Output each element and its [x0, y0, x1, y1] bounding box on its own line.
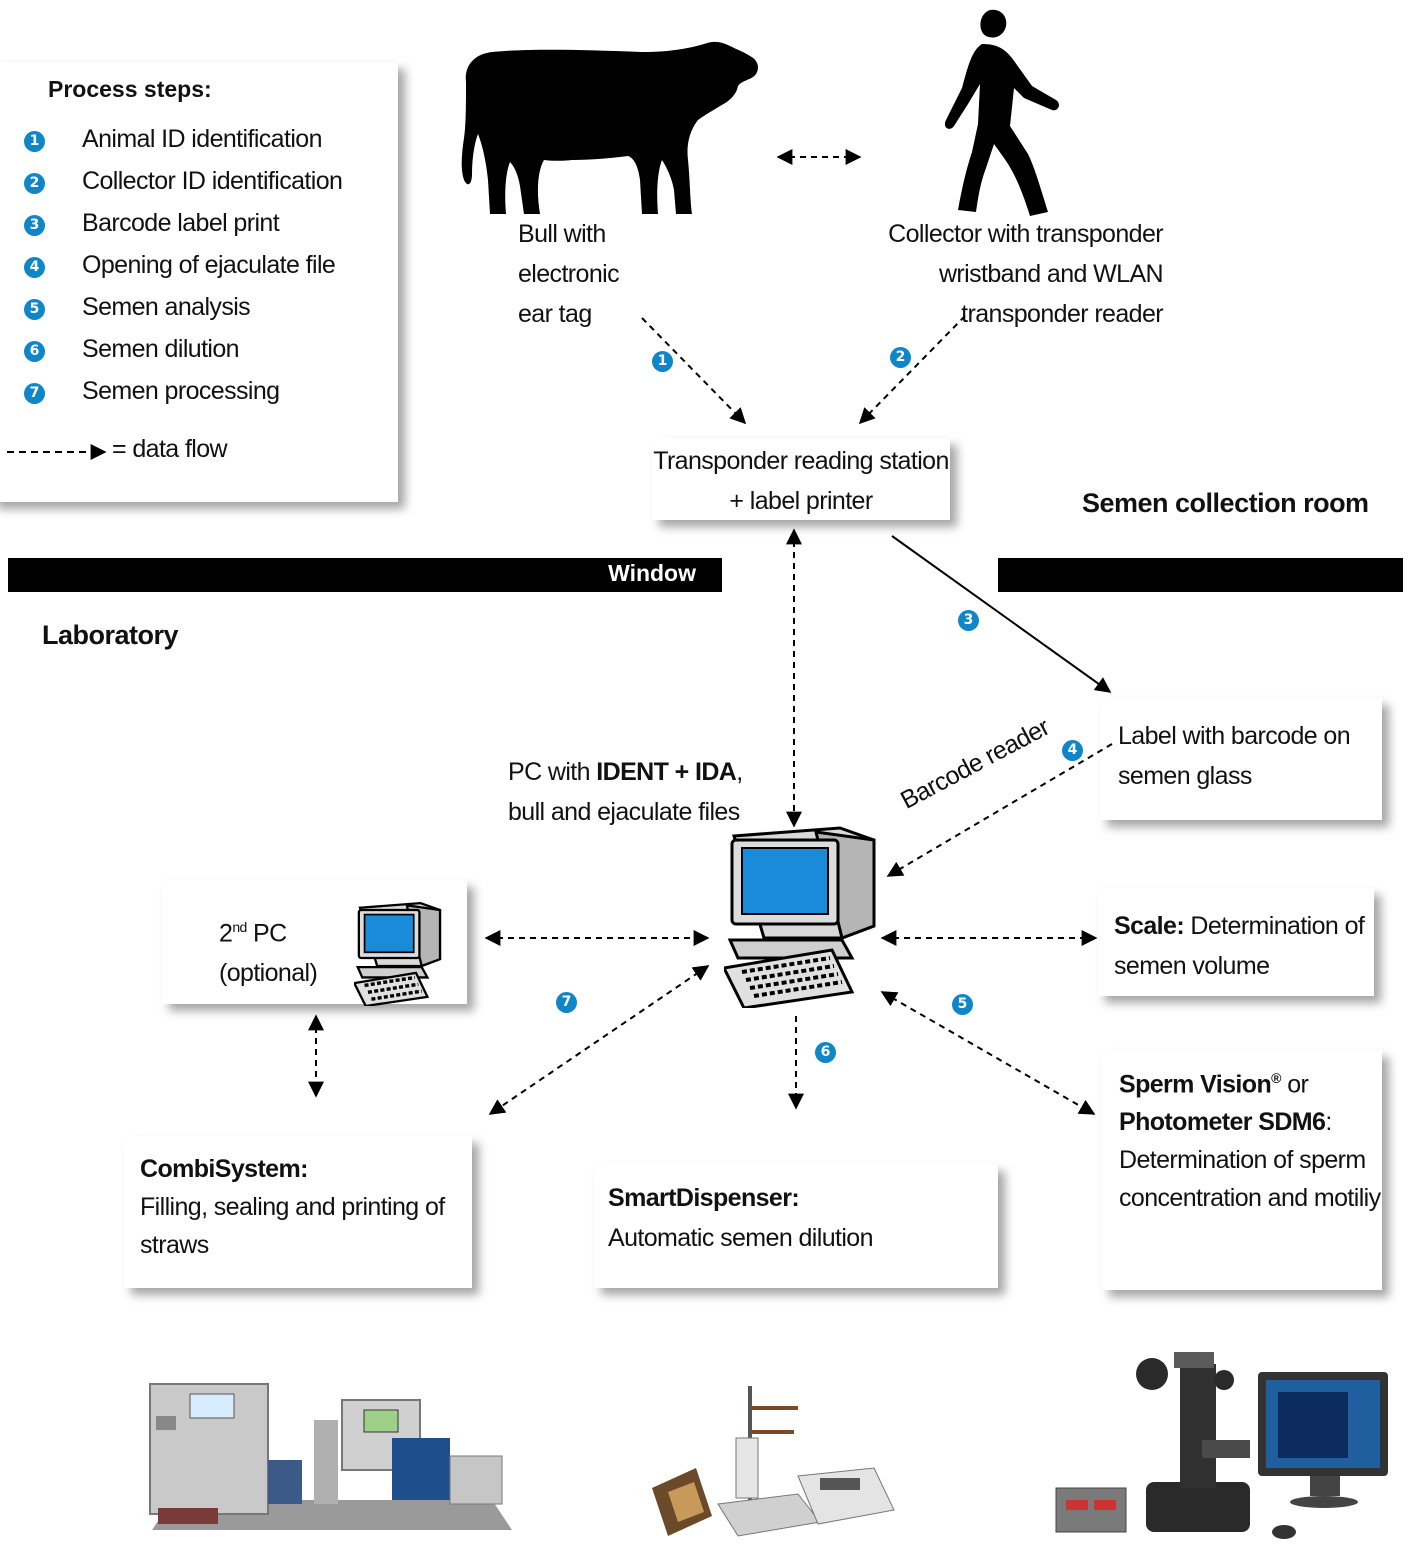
second-pc-icon	[354, 902, 442, 1006]
arrow-label-pc	[886, 743, 1113, 877]
combisystem-label: CombiSystem: Filling, sealing and printi…	[140, 1155, 445, 1259]
legend-step-5: Semen analysis	[82, 293, 251, 321]
step-badge-7: 7	[556, 992, 577, 1013]
arrow-collector-station	[858, 315, 966, 425]
step-badge-3: 3	[958, 610, 979, 631]
legend-badge-7: 7	[24, 383, 45, 404]
second-pc-label: 2nd PC (optional)	[219, 919, 318, 988]
wall-left: Window	[8, 558, 722, 592]
legend-badge-4: 4	[24, 257, 45, 278]
legend-badge-6: 6	[24, 341, 45, 362]
sperm-vision-photo	[1055, 1352, 1388, 1539]
legend-title: Process steps:	[48, 76, 212, 102]
bull-icon	[461, 41, 758, 215]
scale-label: Scale: Determination of semen volume	[1114, 912, 1365, 980]
legend-box: Process steps:	[0, 62, 398, 502]
step-badge-1: 1	[652, 351, 673, 372]
step-badge-6: 6	[815, 1042, 836, 1063]
legend-badge-5: 5	[24, 299, 45, 320]
step-badge-2: 2	[890, 347, 911, 368]
arrow-pc-combi	[488, 965, 710, 1115]
combisystem-box: CombiSystem: Filling, sealing and printi…	[124, 1136, 472, 1288]
sperm-vision-label: Sperm Vision® or Photometer SDM6: Determ…	[1119, 1070, 1381, 1213]
main-pc-label: PC with IDENT + IDA, bull and ejaculate …	[508, 758, 743, 826]
legend-step-1: Animal ID identification	[82, 125, 322, 153]
laboratory-label: Laboratory	[42, 620, 179, 650]
smartdispenser-photo	[652, 1386, 895, 1537]
wall-right	[998, 558, 1403, 592]
combisystem-photo	[149, 1383, 512, 1530]
step-badge-4: 4	[1062, 740, 1083, 761]
legend-badge-1: 1	[24, 131, 45, 152]
window-label: Window	[608, 560, 696, 586]
legend-step-6: Semen dilution	[82, 335, 240, 363]
legend-badge-2: 2	[24, 173, 45, 194]
legend-dataflow-label: = data flow	[112, 435, 228, 463]
arrow-pc-sperm	[880, 991, 1096, 1115]
scale-box: Scale: Determination of semen volume	[1098, 888, 1374, 996]
main-pc-icon	[724, 826, 876, 1008]
legend-step-2: Collector ID identification	[82, 167, 343, 195]
legend-step-7: Semen processing	[82, 377, 280, 405]
transponder-station-box: Transponder reading station+ label print…	[652, 438, 950, 520]
arrow-bull-station	[641, 317, 747, 425]
legend-badge-3: 3	[24, 215, 45, 236]
walking-person-icon	[944, 9, 1059, 216]
legend-step-3: Barcode label print	[82, 209, 280, 237]
station-label: Transponder reading station+ label print…	[653, 447, 949, 515]
legend-dataflow-arrow	[7, 444, 107, 460]
second-pc-box: 2nd PC (optional)	[162, 880, 467, 1006]
step-badge-5: 5	[952, 994, 973, 1015]
arrow-station-label	[891, 535, 1112, 693]
semen-collection-room-label: Semen collection room	[1082, 488, 1369, 518]
smartdispenser-box: SmartDispenser: Automatic semen dilution	[594, 1164, 998, 1288]
smartdispenser-label: SmartDispenser: Automatic semen dilution	[608, 1184, 874, 1252]
sperm-vision-box: Sperm Vision® or Photometer SDM6: Determ…	[1102, 1050, 1382, 1290]
legend-step-4: Opening of ejaculate file	[82, 251, 336, 279]
